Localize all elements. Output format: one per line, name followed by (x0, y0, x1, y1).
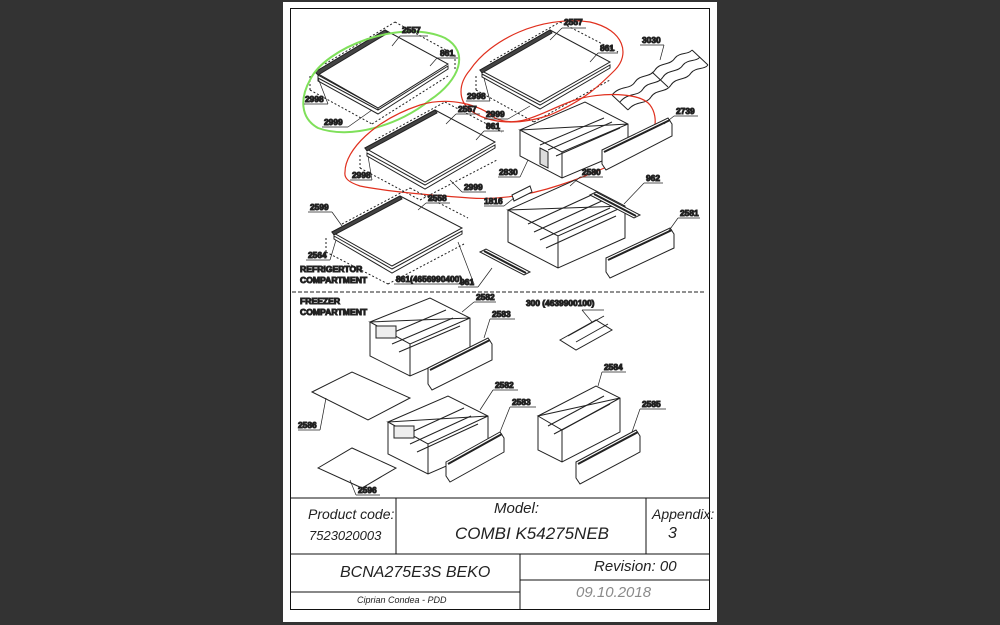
section-title-refrigerator-2: COMPARTMENT (300, 275, 368, 285)
glass-shelf-2557-middle (359, 101, 503, 201)
glass-shelf-2557-top-left (309, 21, 456, 125)
product-code-label: Product code: (308, 506, 395, 522)
slide-rail-962 (588, 191, 642, 219)
crisper-drawer-2830 (518, 101, 629, 179)
part-label: 2557 (564, 17, 583, 27)
part-label: 2596 (358, 485, 377, 495)
glass-plate-2596 (316, 447, 398, 489)
freezer-drawer-2582-top (368, 297, 471, 377)
part-label: 2586 (298, 420, 317, 430)
product-code-value: 7523020003 (309, 528, 382, 543)
part-label: 2585 (642, 399, 661, 409)
part-label: 2998 (352, 170, 371, 180)
part-label: 2583 (512, 397, 531, 407)
appendix-value: 3 (668, 525, 677, 542)
section-title-freezer: FREEZER (300, 296, 341, 306)
drawer-front-2739 (601, 117, 673, 171)
section-title-refrigerator: REFRIGERTOR (300, 264, 363, 274)
part-label: 2564 (308, 250, 327, 260)
part-label: 2739 (676, 106, 695, 116)
part-label: 2557 (458, 104, 477, 114)
part-label: 861(4656990400) (396, 274, 462, 284)
part-label: 2583 (492, 309, 511, 319)
part-label: 2584 (604, 362, 623, 372)
red-highlight-outline-2 (344, 93, 656, 199)
freezer-drawer-2584 (536, 385, 621, 463)
part-label: 2998 (467, 91, 486, 101)
part-label: 2999 (486, 109, 505, 119)
part-label: 962 (646, 173, 660, 183)
drawing-frame (290, 8, 710, 610)
handle-1816 (511, 185, 533, 202)
part-label: 2581 (680, 208, 699, 218)
slide-rail-961 (478, 248, 532, 276)
part-label: 961 (460, 277, 474, 287)
freezer-drawer-front-2585 (575, 429, 641, 485)
green-highlight-outline (302, 30, 461, 134)
date: 09.10.2018 (576, 584, 652, 601)
drawer-2580 (506, 179, 626, 269)
part-label: 2580 (582, 167, 601, 177)
part-label: 2999 (324, 117, 343, 127)
part-label: 861 (486, 121, 500, 131)
brand-model: BCNA275E3S BEKO (340, 564, 491, 581)
part-label: 2558 (428, 193, 447, 203)
part-label: 1816 (484, 196, 503, 206)
part-label: 300 (4639900100) (526, 298, 595, 308)
part-label: 861 (440, 48, 454, 58)
drawer-front-2581 (605, 227, 675, 279)
drawing-sheet (283, 2, 717, 622)
part-label: 2999 (464, 182, 483, 192)
model-value: COMBI K54275NEB (455, 524, 610, 543)
red-highlight-outline-1 (460, 20, 624, 123)
part-label: 2599 (310, 202, 329, 212)
glass-shelf-2558 (325, 187, 469, 285)
part-label: 2582 (495, 380, 514, 390)
part-label: 2998 (305, 94, 324, 104)
part-label: 2582 (476, 292, 495, 302)
glass-shelf-2557-top-right (475, 21, 619, 123)
leader-lines (298, 27, 700, 496)
ice-tray-300 (559, 315, 613, 351)
author: Ciprian Condea - PDD (357, 595, 447, 605)
section-title-freezer-2: COMPARTMENT (300, 307, 368, 317)
model-label: Model: (494, 500, 540, 517)
title-block-grid (290, 497, 710, 610)
appendix-label: Appendix: (652, 506, 715, 522)
part-label: 2557 (402, 25, 421, 35)
part-label: 2830 (499, 167, 518, 177)
part-label: 3030 (642, 35, 661, 45)
freezer-drawer-front-2583-top (427, 337, 493, 391)
revision: Revision: 00 (594, 558, 677, 575)
part-label: 861 (600, 43, 614, 53)
glass-plate-2586 (310, 371, 412, 421)
